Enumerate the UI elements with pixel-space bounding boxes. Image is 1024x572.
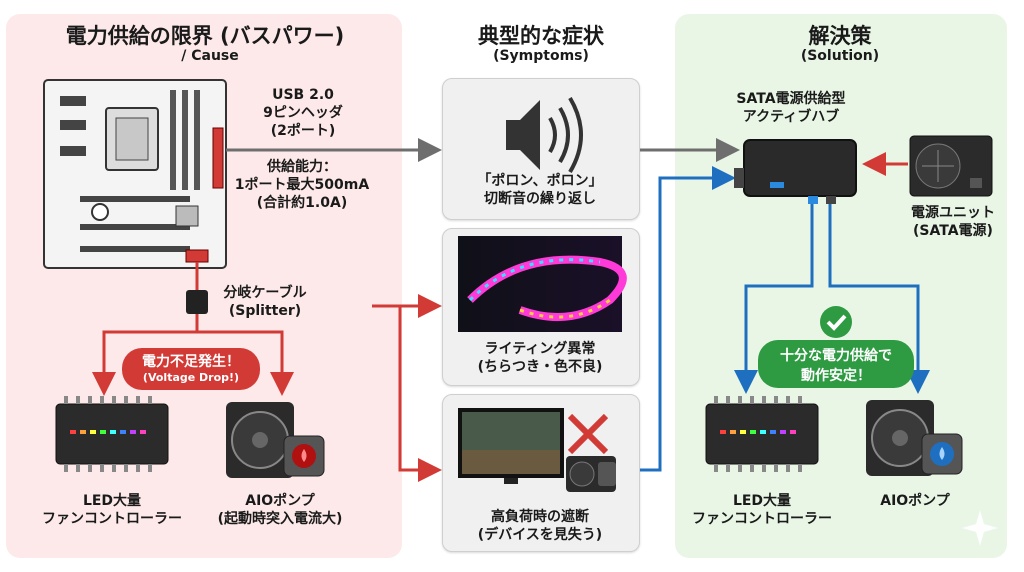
- capacity-label-line1: 供給能力：: [267, 159, 337, 175]
- left-led-label-line2: ファンコントローラー: [42, 511, 182, 528]
- left-aio-label-line1: AIOポンプ: [245, 493, 315, 509]
- symptom-card-disconnect: [442, 78, 640, 220]
- psu-label-line2: (SATA電源): [913, 223, 993, 240]
- right-aio-label: AIOポンプ: [880, 493, 950, 509]
- ok-line2: 動作安定！: [801, 368, 871, 384]
- led-controller-icon-left: [55, 396, 169, 472]
- aio-pump-icon-left: [226, 402, 325, 478]
- voltage-drop-badge: 電力不足発生！ (Voltage Drop!): [122, 348, 260, 390]
- hub-label-line1: SATA電源供給型: [736, 91, 846, 107]
- symptom2-line2: (ちらつき・色不良): [477, 359, 603, 376]
- usb-label-line3: (2ポート): [270, 123, 336, 140]
- splitter-label-line2: (Splitter): [228, 303, 302, 320]
- speaker-icon: [506, 96, 583, 174]
- check-icon: [820, 306, 852, 338]
- cause-title: 電力供給の限界 (バスパワー): [65, 24, 345, 48]
- symptom3-line2: (デバイスを見失う): [477, 527, 603, 544]
- warning-line2: (Voltage Drop!): [142, 371, 240, 384]
- right-led-label-line2: ファンコントローラー: [692, 511, 832, 528]
- symptom3-line1: 高負荷時の遮断: [491, 509, 589, 525]
- led-strip-image: [458, 236, 627, 332]
- psu-icon: [909, 135, 993, 197]
- cause-subtitle: / Cause: [181, 48, 239, 64]
- solution-subtitle: (Solution): [800, 48, 880, 64]
- cross-mark-icon: [567, 413, 609, 455]
- monitor-icon: [458, 408, 564, 484]
- psu-label-line1: 電源ユニット: [911, 205, 995, 221]
- motherboard-icon: [43, 79, 227, 269]
- symptom1-line1: 「ポロン、ポロン」: [477, 173, 603, 189]
- left-led-label-line1: LED大量: [82, 493, 142, 509]
- capacity-label-line2: 1ポート最大500mA: [234, 177, 370, 194]
- sparkle-icon: [962, 510, 998, 546]
- solution-title: 解決策: [808, 24, 872, 48]
- left-aio-label-line2: (起動時突入電流大): [217, 511, 343, 528]
- symptoms-subtitle: (Symptoms): [493, 48, 589, 64]
- usb-label-line1: USB 2.0: [272, 87, 334, 103]
- stable-power-badge: 十分な電力供給で 動作安定！: [758, 340, 914, 388]
- usb-label-line2: 9ピンヘッダ: [263, 105, 343, 122]
- symptom2-line1: ライティング異常: [484, 341, 596, 357]
- warning-line1: 電力不足発生！: [142, 354, 240, 370]
- aio-pump-icon-right: [866, 400, 963, 476]
- capacity-label-line3: (合計約1.0A): [256, 195, 348, 212]
- hub-label-line2: アクティブハブ: [742, 109, 840, 126]
- symptoms-title: 典型的な症状: [478, 24, 604, 48]
- right-led-label-line1: LED大量: [732, 493, 792, 509]
- hub-icon: [734, 139, 857, 204]
- symptom1-line2: 切断音の繰り返し: [484, 191, 596, 208]
- ok-line1: 十分な電力供給で: [780, 348, 892, 364]
- mini-aio-icon: [566, 456, 616, 492]
- led-controller-icon-right: [705, 396, 819, 472]
- splitter-label-line1: 分岐ケーブル: [223, 285, 307, 301]
